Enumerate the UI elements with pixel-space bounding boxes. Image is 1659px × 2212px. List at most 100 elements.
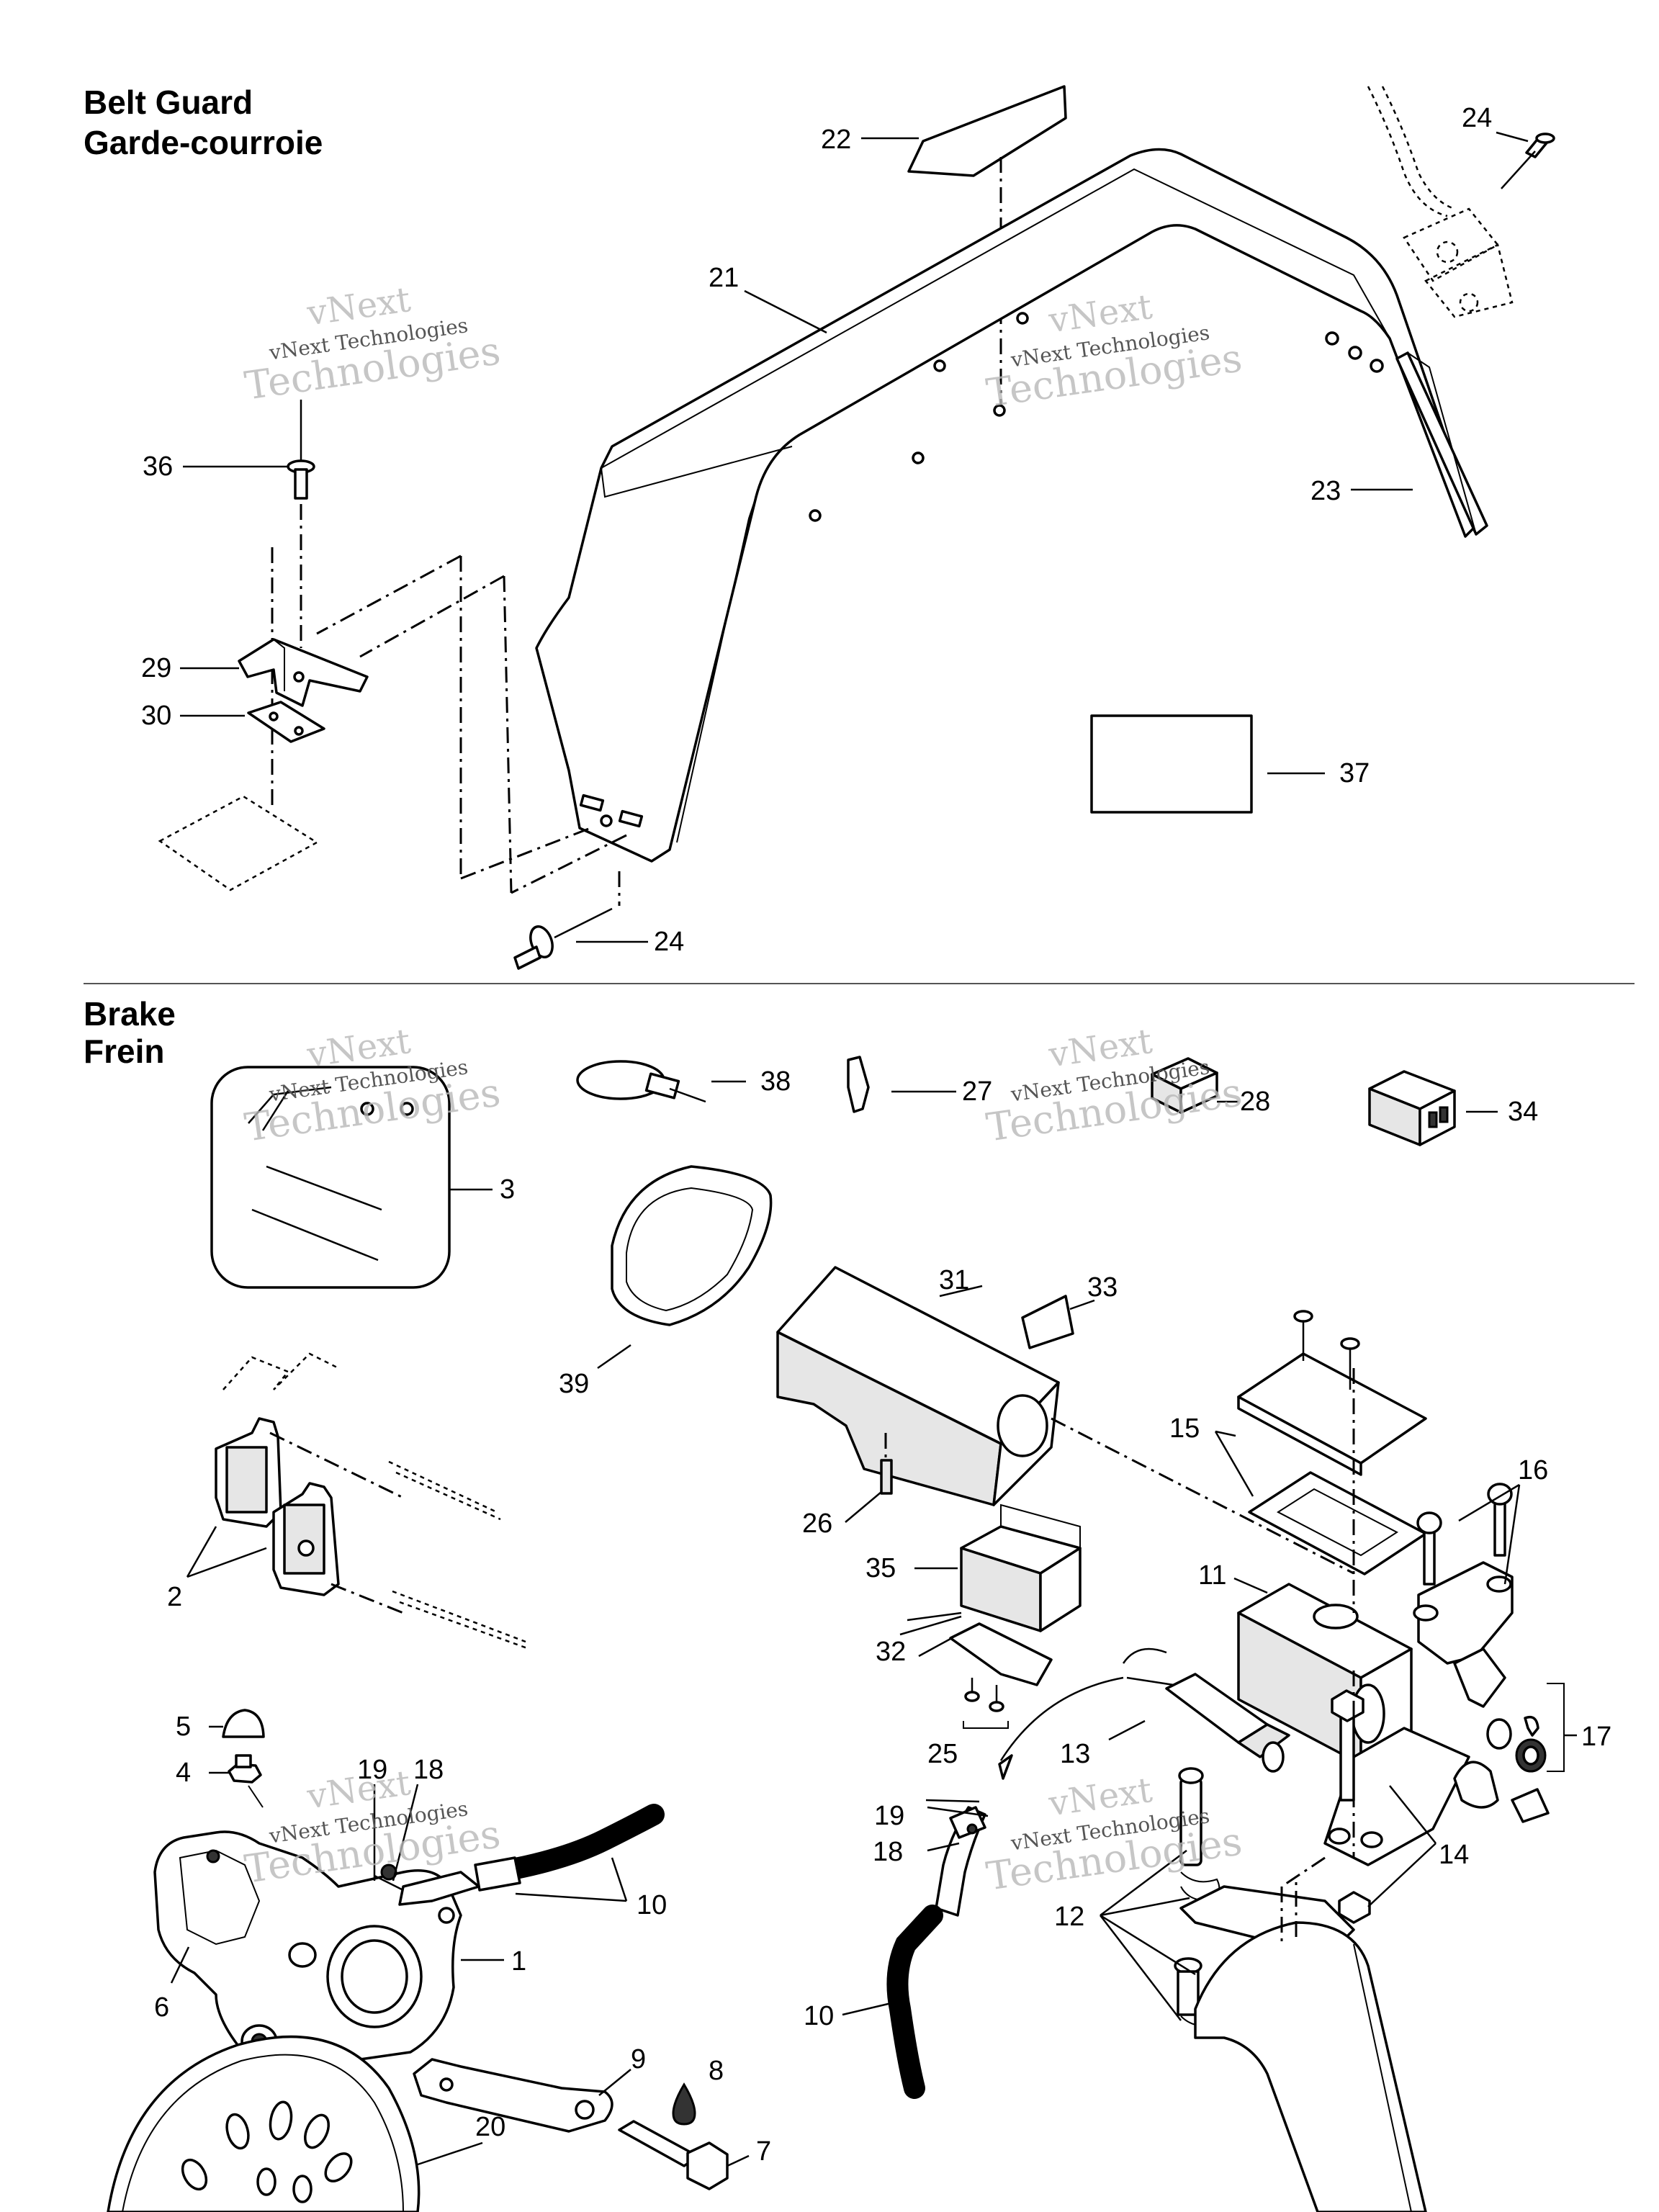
bracket-hole xyxy=(575,2100,595,2120)
callout-23: 23 xyxy=(1310,476,1341,506)
callout-32: 32 xyxy=(876,1637,906,1667)
cable-tie-shape-38 xyxy=(576,1060,706,1103)
brake-title-en: Brake xyxy=(84,995,176,1033)
assembly-line xyxy=(359,575,505,658)
callout-18-right: 18 xyxy=(873,1837,903,1867)
callout-13: 13 xyxy=(1060,1739,1090,1769)
callout-3: 3 xyxy=(500,1174,515,1205)
caliper-shape-1 xyxy=(153,1830,462,2068)
callout-20: 20 xyxy=(475,2112,505,2142)
assembly-line xyxy=(1281,1856,1326,1888)
bracket-plate-shape-32 xyxy=(949,1622,1053,1686)
callout-14: 14 xyxy=(1439,1840,1469,1870)
callout-6: 6 xyxy=(154,1992,169,2023)
callout-33: 33 xyxy=(1087,1272,1118,1303)
watermark: vNext vNext Technologies Technologies xyxy=(242,279,503,409)
brake-hose-shape-10-left xyxy=(374,1804,665,1906)
leader-lines xyxy=(170,131,1577,2167)
callout-12: 12 xyxy=(1054,1902,1084,1932)
switch-shape-35 xyxy=(899,1503,1082,1636)
spring-bracket-shape xyxy=(1367,86,1514,318)
support-edge xyxy=(1407,352,1477,535)
rivet-shape-36 xyxy=(287,400,315,500)
bracket-hole xyxy=(439,2077,454,2092)
callout-24-bottom: 24 xyxy=(654,927,684,957)
watermark: vNext vNext Technologies Technologies xyxy=(984,1770,1245,1899)
decal-shape-22 xyxy=(907,85,1067,177)
screws-shape-25 xyxy=(963,1678,1009,1729)
callout-37: 37 xyxy=(1339,758,1370,788)
assembly-line xyxy=(316,554,462,635)
callout-39: 39 xyxy=(559,1369,589,1399)
pin-kit-shape-3 xyxy=(210,1066,451,1289)
callout-18-left: 18 xyxy=(413,1755,444,1785)
callout-5: 5 xyxy=(176,1712,191,1742)
callout-16: 16 xyxy=(1518,1455,1548,1485)
watermark: vNext vNext Technologies Technologies xyxy=(984,1021,1245,1151)
watermark-group: vNext vNext Technologies Technologies vN… xyxy=(242,279,1245,1899)
callout-28: 28 xyxy=(1240,1087,1270,1117)
plate-hole xyxy=(294,726,304,736)
piston-shape-13 xyxy=(1122,1647,1290,1773)
assembly-line xyxy=(511,834,627,894)
callout-24-top: 24 xyxy=(1462,103,1492,133)
seal-shape-39 xyxy=(611,1165,773,1326)
rivet-shape-24-top xyxy=(1501,132,1555,189)
callout-labels: 22 24 21 36 23 29 30 37 24 38 27 28 34 3… xyxy=(141,103,1611,2167)
assembly-line xyxy=(1051,1417,1354,1575)
caliper-bracket-shape-9 xyxy=(413,2058,613,2133)
housing-shape-31 xyxy=(776,1266,1060,1506)
belt-guard-shape-21 xyxy=(535,148,1478,863)
bleeder-screw-shape-4 xyxy=(228,1754,264,1808)
bolt-nut-shape-14 xyxy=(1331,1689,1371,1924)
label-box-37 xyxy=(1090,714,1253,814)
mount-outline xyxy=(158,795,319,891)
callout-38: 38 xyxy=(760,1066,791,1097)
callout-36: 36 xyxy=(143,451,173,482)
lever-shape-12 xyxy=(1174,1767,1427,2212)
callout-29: 29 xyxy=(141,653,171,683)
plate-hole xyxy=(269,711,279,721)
lubricant-drop-icon-8 xyxy=(672,2082,696,2126)
watermark: vNext vNext Technologies Technologies xyxy=(242,1763,503,1892)
callout-2: 2 xyxy=(167,1582,182,1612)
spring-shape-26 xyxy=(880,1459,893,1495)
callout-22: 22 xyxy=(821,125,851,155)
callout-10-left: 10 xyxy=(637,1890,667,1920)
bleeder-cap-shape-5 xyxy=(222,1709,265,1738)
connector-shape-34 xyxy=(1368,1070,1456,1146)
clip-shape-27 xyxy=(847,1056,870,1113)
brake-title-fr: Frein xyxy=(84,1033,164,1070)
boot-washer-shape-17 xyxy=(1453,1683,1565,1823)
plate-shape-30 xyxy=(247,701,325,743)
callout-8: 8 xyxy=(709,2056,724,2086)
callout-25: 25 xyxy=(927,1739,958,1769)
assembly-line xyxy=(503,575,513,894)
belt-guard-title-en: Belt Guard xyxy=(84,84,253,121)
callout-7: 7 xyxy=(756,2136,771,2167)
callout-10-right: 10 xyxy=(804,2001,834,2031)
brake-disc-shape-20 xyxy=(107,2035,421,2212)
callout-11: 11 xyxy=(1198,1560,1226,1591)
brake-pads-shape-2 xyxy=(215,1352,530,1650)
reservoir-cover-shape-15 xyxy=(1237,1310,1427,1575)
callout-27: 27 xyxy=(962,1076,992,1107)
callout-19-right: 19 xyxy=(874,1801,904,1831)
support-shape-23 xyxy=(1395,351,1488,536)
callout-17: 17 xyxy=(1581,1722,1611,1752)
bolt-shape-7 xyxy=(618,2120,729,2190)
assembly-line xyxy=(460,827,591,880)
bracket-shape-29 xyxy=(238,638,369,707)
callout-15: 15 xyxy=(1169,1413,1200,1444)
callout-31: 31 xyxy=(939,1265,969,1295)
clamp-shape-16 xyxy=(1413,1483,1514,1708)
callout-19-left: 19 xyxy=(357,1755,387,1785)
rivet-shape-24-bottom xyxy=(513,907,613,970)
callout-4: 4 xyxy=(176,1758,191,1788)
decal-shape-33 xyxy=(1021,1295,1074,1349)
callout-30: 30 xyxy=(141,701,171,731)
callout-1: 1 xyxy=(511,1946,526,1977)
callout-34: 34 xyxy=(1508,1097,1538,1127)
belt-guard-title-fr: Garde-courroie xyxy=(84,124,323,161)
